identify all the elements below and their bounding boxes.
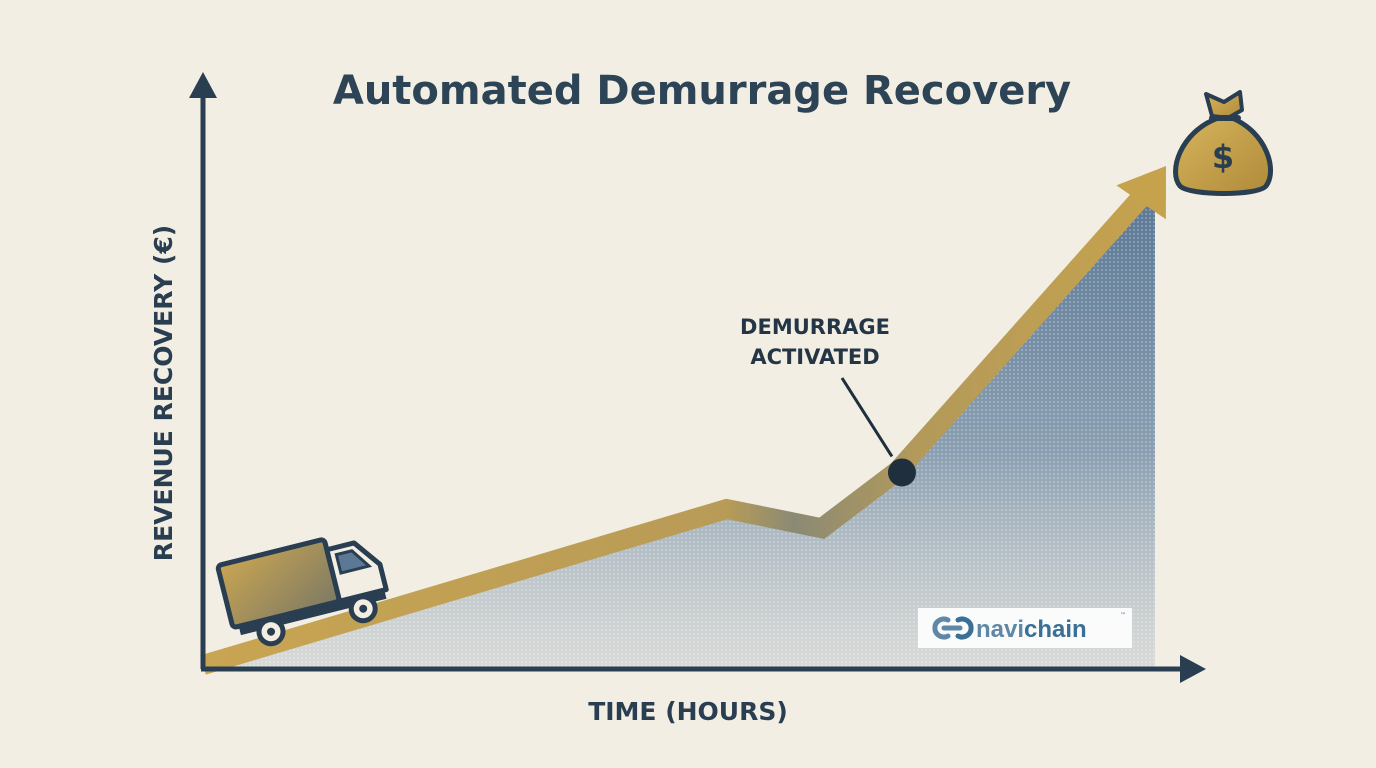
logo-trademark: ™ (1120, 612, 1126, 619)
x-axis-label: TIME (HOURS) (588, 697, 788, 726)
annotation-text-line: ACTIVATED (750, 345, 879, 369)
logo-wordmark: navichain (976, 616, 1087, 643)
truck-icon (215, 537, 389, 647)
series-layer (200, 166, 1166, 675)
x-axis-arrowhead (1180, 655, 1206, 683)
annotation-leader (840, 377, 894, 458)
chart-title: Automated Demurrage Recovery (333, 68, 1071, 114)
trend-arrow-line (200, 175, 1163, 675)
link-chain-icon (932, 616, 974, 640)
series-area-texture (203, 185, 1155, 667)
logo-text-chain: chain (1024, 616, 1087, 643)
trend-arrowhead (1116, 166, 1166, 220)
annotation-marker (887, 458, 916, 487)
y-axis-arrowhead (189, 72, 217, 98)
axes (189, 72, 1206, 683)
annotation-layer: DEMURRAGE ACTIVATED (740, 315, 916, 487)
navichain-logo: navichain ™ (918, 608, 1132, 648)
money-bag-icon: $ (1173, 90, 1273, 196)
annotation-text-line: DEMURRAGE (740, 315, 890, 339)
money-bag-symbol: $ (1212, 138, 1234, 176)
y-axis-label: REVENUE RECOVERY (€) (149, 225, 178, 561)
logo-text-navi: navi (976, 616, 1024, 643)
